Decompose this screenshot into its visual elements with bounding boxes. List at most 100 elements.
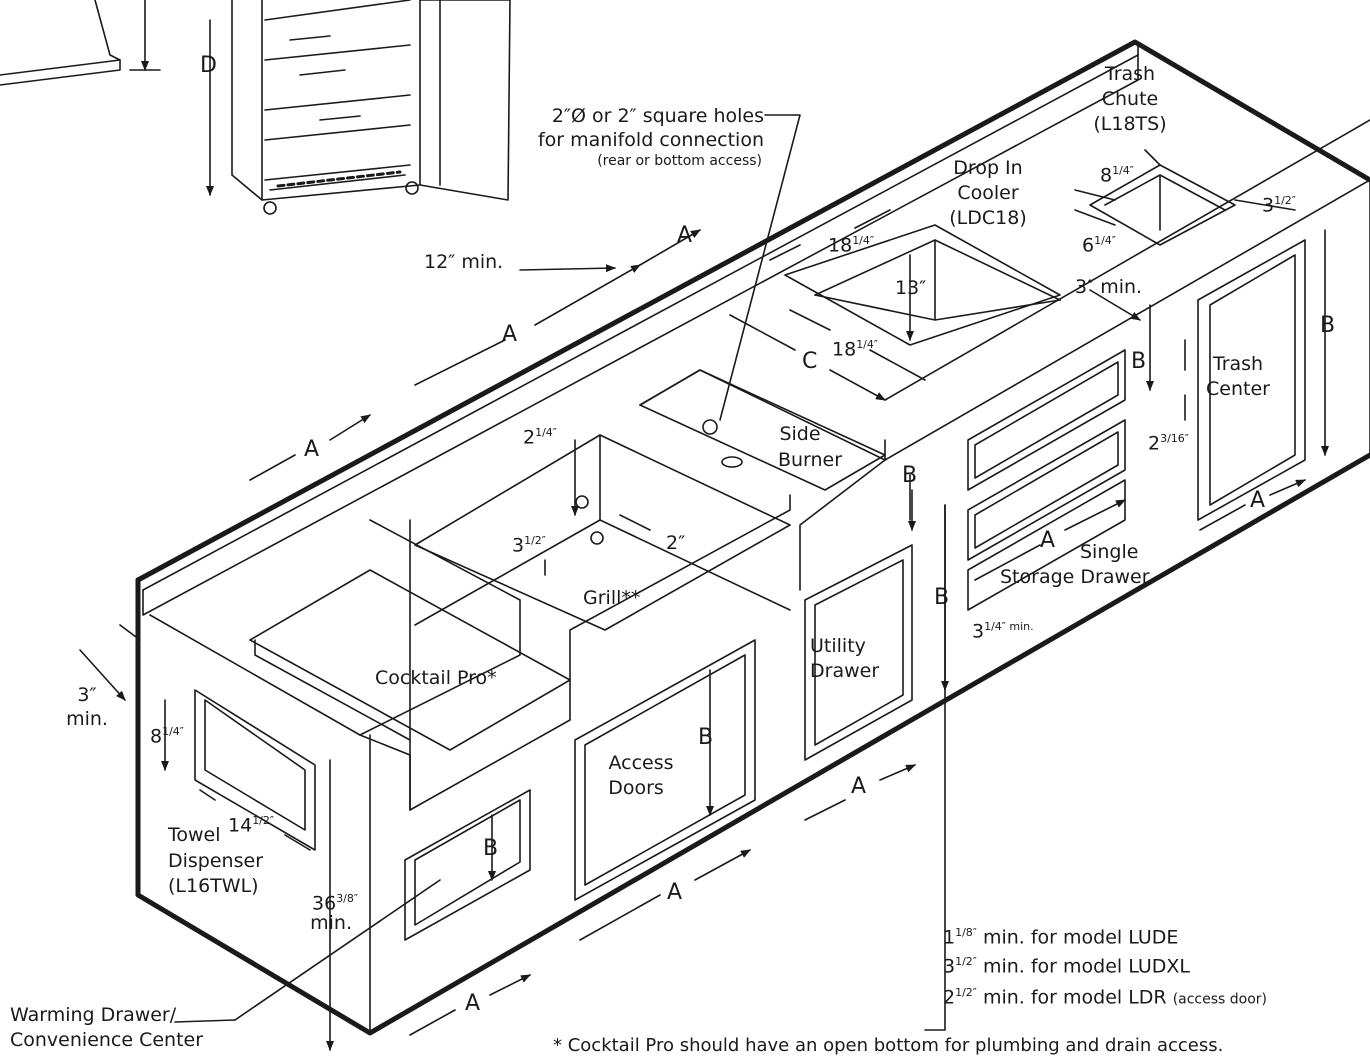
warming-line1: Warming Drawer/: [10, 1004, 177, 1026]
side-burner-line2: Burner: [777, 449, 843, 471]
three-min-top: 3″ min.: [1075, 276, 1143, 298]
grill-offset-whole: 2: [523, 426, 536, 449]
chute-offset-dim: 31/2″: [1262, 188, 1296, 218]
drop-in-line3: (LDC18): [949, 207, 1027, 229]
dim-b-drawer: B: [1131, 349, 1147, 374]
access-line2: Doors: [608, 777, 664, 799]
grill-hole-whole: 3: [512, 534, 525, 557]
cutouts: [194, 164, 1306, 941]
dim-a-top-right: A: [677, 223, 693, 248]
storage-min-dim: 31/4″ min.: [972, 614, 1034, 644]
chute-offset-frac: 1/2″: [1274, 194, 1296, 207]
access-line1: Access: [608, 752, 674, 774]
height-min: min.: [310, 912, 352, 934]
chute-offset-whole: 3: [1262, 194, 1275, 217]
manifold-line3: (rear or bottom access): [597, 153, 762, 169]
trash-center-line2: Center: [1206, 378, 1270, 400]
note-lude: 11/8″ min. for model LUDE: [943, 920, 1178, 950]
cooler-depth-dim: 181/4″: [832, 332, 878, 362]
note-lude-text: min. for model LUDE: [976, 926, 1179, 949]
note-ldr-whole: 2: [943, 986, 956, 1009]
trash-chute-line1: Trash: [1104, 63, 1156, 85]
dim-b-storage: B: [934, 585, 950, 610]
single-storage-line1: Single: [1080, 541, 1139, 563]
grill-hole-2-dim: 2″: [666, 532, 686, 554]
dim-b-right-edge: B: [1320, 313, 1336, 338]
manifold-line1: 2″Ø or 2″ square holes: [551, 105, 764, 127]
note-ludxl: 31/2″ min. for model LUDXL: [943, 949, 1190, 979]
cooler-depth-whole: 18: [832, 338, 857, 361]
trash-chute-line2: Chute: [1101, 88, 1159, 110]
dim-c: C: [802, 349, 818, 374]
chute-width-dim: 81/4″: [1100, 158, 1134, 188]
chute-width-frac: 1/4″: [1112, 164, 1134, 177]
grill-label: Grill**: [583, 587, 641, 609]
manifold-line2: for manifold connection: [537, 129, 764, 151]
height-frac: 3/8″: [336, 892, 358, 905]
three-min-left-1: 3″: [77, 684, 97, 706]
towel-height-dim: 81/4″: [150, 719, 184, 749]
dim-b-warming: B: [483, 836, 499, 861]
footnote: * Cocktail Pro should have an open botto…: [553, 1035, 1224, 1056]
note-lude-whole: 1: [943, 926, 956, 949]
cooler-depth-frac: 1/4″: [856, 338, 878, 351]
cooler-width-frac: 1/4″: [852, 234, 874, 247]
warming-line2: Convenience Center: [10, 1029, 204, 1051]
note-ldr-text: min. for model LDR: [976, 986, 1173, 1009]
dim-a-storage: A: [1040, 528, 1056, 553]
drop-in-line2: Cooler: [957, 182, 1019, 204]
note-ldr-frac: 1/2″: [955, 986, 977, 999]
chute-depth-frac: 1/4″: [1094, 234, 1116, 247]
storage-min-frac: 1/4″ min.: [984, 620, 1034, 633]
single-storage-line2: Storage Drawer: [1000, 566, 1150, 588]
utility-line2: Drawer: [810, 660, 880, 682]
note-lude-frac: 1/8″: [955, 926, 977, 939]
grill-hole-frac: 1/2″: [524, 534, 546, 547]
trash-gap-whole: 2: [1148, 432, 1161, 455]
note-ldr: 21/2″ min. for model LDR (access door): [943, 980, 1267, 1010]
towel-line2: Dispenser: [168, 850, 263, 872]
utility-line1: Utility: [810, 635, 866, 657]
dim-a-access: A: [667, 880, 683, 905]
label-d: D: [200, 53, 217, 78]
drop-in-line1: Drop In: [953, 157, 1023, 179]
cocktail-label: Cocktail Pro*: [375, 667, 497, 689]
chute-depth-whole: 6: [1082, 234, 1095, 257]
height-whole: 36: [312, 892, 337, 915]
note-ludxl-text: min. for model LUDXL: [976, 955, 1190, 978]
dim-a-top-left: A: [304, 437, 320, 462]
dim-a-trash: A: [1250, 488, 1266, 513]
grill-offset-dim: 21/4″: [523, 420, 557, 450]
trash-chute-line3: (L18TS): [1093, 113, 1167, 135]
note-ldr-access: (access door): [1172, 991, 1268, 1008]
towel-width-whole: 14: [228, 814, 253, 837]
trash-gap-dim: 23/16″: [1148, 426, 1189, 456]
storage-min-whole: 3: [972, 620, 985, 643]
three-min-left-2: min.: [66, 708, 108, 730]
height-dim: 363/8″: [284, 886, 358, 916]
cooler-width-dim: 181/4″: [828, 228, 874, 258]
towel-width-dim: 141/2″: [228, 808, 274, 838]
twelve-min-label: 12″ min.: [424, 251, 504, 273]
cooler-width-whole: 18: [828, 234, 853, 257]
note-ludxl-frac: 1/2″: [955, 955, 977, 968]
towel-line3: (L16TWL): [168, 875, 259, 897]
dim-a-warming: A: [465, 991, 481, 1016]
towel-width-frac: 1/2″: [252, 814, 274, 827]
dim-a-utility: A: [851, 774, 867, 799]
trash-gap-frac: 3/16″: [1160, 432, 1189, 445]
cooler-height-dim: 13″: [895, 277, 927, 299]
trash-center-line1: Trash: [1212, 353, 1264, 375]
towel-line1: Towel: [168, 824, 221, 846]
chute-width-whole: 8: [1100, 164, 1113, 187]
dim-a-top-mid: A: [502, 322, 518, 347]
towel-height-frac: 1/4″: [162, 725, 184, 738]
refrigerator-inset: [0, 0, 511, 215]
towel-height-whole: 8: [150, 725, 163, 748]
dim-b-access: B: [698, 725, 714, 750]
island-outline: [135, 39, 1370, 1036]
dimension-lines: [79, 114, 1329, 1051]
dim-b-burner: B: [902, 463, 918, 488]
